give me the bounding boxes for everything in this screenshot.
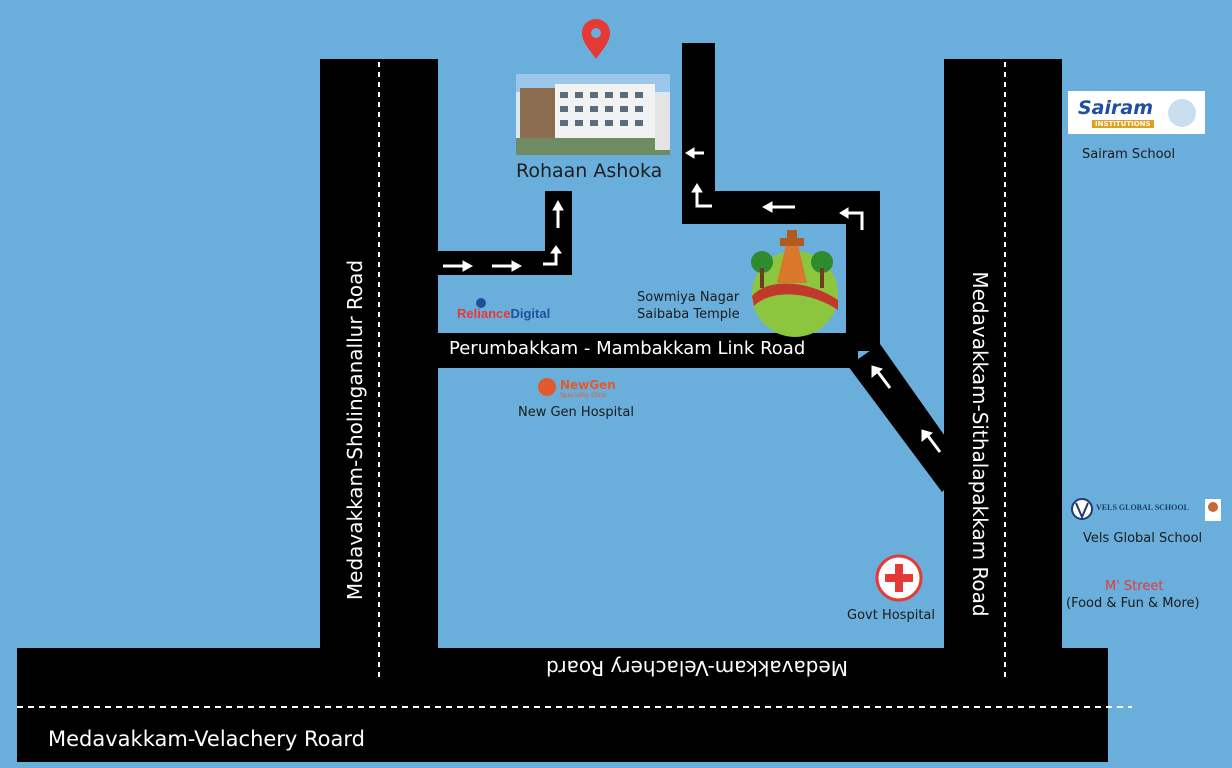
road-label-sholinganallur: Medavakkam-Sholinganallur Road bbox=[343, 259, 367, 601]
road-velachery bbox=[17, 648, 1108, 762]
temple-label-line2: Saibaba Temple bbox=[637, 307, 740, 322]
arrow-turn-up-icon bbox=[691, 183, 712, 208]
arrow-left-icon bbox=[761, 201, 795, 213]
building-photo bbox=[516, 74, 670, 155]
mstreet-label: M' Street bbox=[1105, 579, 1164, 594]
arrow-diagonal-icon bbox=[871, 365, 892, 389]
temple-label-line1: Sowmiya Nagar bbox=[637, 290, 740, 305]
newgen-logo-sub: Speciality Clinic bbox=[560, 392, 608, 399]
arrow-diagonal-icon bbox=[921, 429, 942, 453]
sairam-logo-text: Sairam bbox=[1078, 97, 1154, 119]
arrow-left-icon bbox=[685, 147, 704, 159]
road-link bbox=[438, 333, 858, 368]
newgen-logo-icon bbox=[538, 378, 556, 396]
arrow-up-icon bbox=[552, 199, 564, 228]
sairam-logo-sub: INSTITUTIONS bbox=[1092, 120, 1154, 128]
arrow-right-icon bbox=[492, 260, 523, 272]
arrow-right-icon bbox=[443, 260, 474, 272]
mstreet-desc: (Food & Fun & More) bbox=[1066, 596, 1200, 611]
project-name: Rohaan Ashoka bbox=[516, 160, 663, 182]
vels-logo-text: VELS GLOBAL SCHOOL bbox=[1096, 503, 1189, 512]
red-cross-icon bbox=[875, 554, 923, 602]
road-label-velachery-lower: Medavakkam-Velachery Roard bbox=[48, 727, 365, 751]
reliance-label: RelianceDigital bbox=[457, 306, 550, 321]
road-label-link: Perumbakkam - Mambakkam Link Road bbox=[449, 338, 806, 359]
road-diagonal bbox=[848, 344, 966, 492]
vels-label: Vels Global School bbox=[1083, 531, 1203, 546]
arrow-turn-left-icon bbox=[839, 207, 864, 230]
newgen-label: New Gen Hospital bbox=[518, 405, 634, 420]
arrow-turn-up-icon bbox=[543, 245, 562, 266]
road-sithalapakkam bbox=[944, 59, 1062, 699]
govt-hospital-label: Govt Hospital bbox=[847, 608, 935, 623]
newgen-logo-text: NewGen bbox=[560, 378, 616, 392]
vels-logo bbox=[1068, 497, 1223, 523]
map-pin-icon bbox=[582, 19, 610, 59]
reliance-label-b: Digital bbox=[510, 306, 551, 321]
road-label-sithalapakkam: Medavakkam-Sithalapakkam Road bbox=[968, 271, 992, 617]
reliance-logo-icon bbox=[476, 298, 486, 308]
road-label-velachery-upper: Medavakkam-Velachery Roard bbox=[546, 656, 848, 680]
sairam-label: Sairam School bbox=[1082, 147, 1176, 162]
direction-arrows bbox=[443, 147, 942, 453]
temple-icon bbox=[751, 230, 838, 337]
reliance-label-a: Reliance bbox=[457, 306, 511, 321]
